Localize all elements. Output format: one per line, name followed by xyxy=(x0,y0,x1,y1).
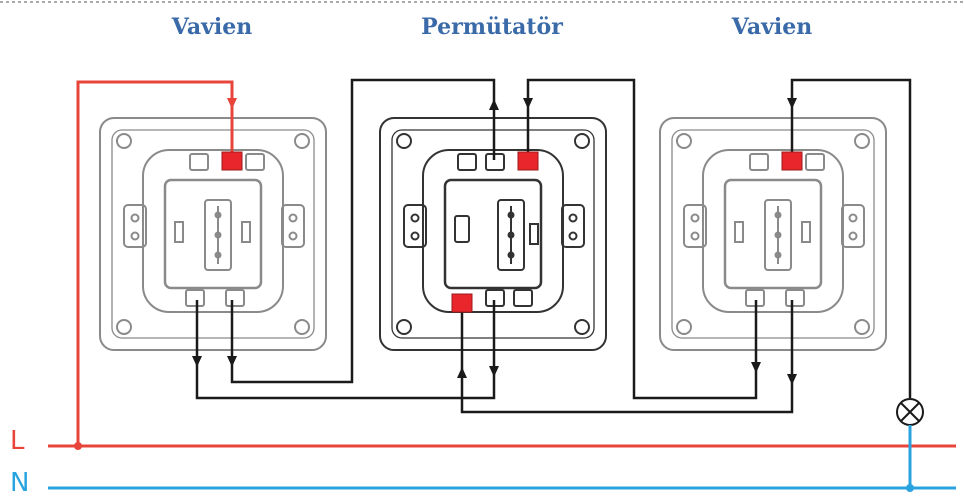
terminal-middle-top xyxy=(517,151,539,171)
terminal-left-common xyxy=(221,151,243,171)
neutral-junction xyxy=(906,484,914,492)
live-line-label: L xyxy=(10,426,25,456)
arrow-icon xyxy=(457,367,467,378)
live-junction xyxy=(74,442,82,450)
traveller-wires xyxy=(195,78,912,414)
arrow-icon xyxy=(523,98,533,109)
arrow-icon xyxy=(489,366,499,377)
lamp-symbol-icon xyxy=(896,398,924,426)
active-terminals xyxy=(221,151,803,313)
arrow-icon xyxy=(227,98,237,109)
terminal-middle-bottom xyxy=(451,293,473,313)
arrow-icon xyxy=(751,362,761,373)
switch-title-right: Vavien xyxy=(731,14,813,40)
arrow-icon xyxy=(227,356,237,367)
switch-device-right xyxy=(659,117,887,351)
switch-title-middle: Permütatör xyxy=(421,14,563,40)
arrow-icon xyxy=(787,98,797,109)
switch-device-left xyxy=(99,117,327,351)
arrow-icon xyxy=(787,374,797,385)
arrow-icon xyxy=(489,99,499,110)
live-feed-wire xyxy=(76,80,234,446)
terminal-right-common xyxy=(781,151,803,171)
neutral-line-label: N xyxy=(10,468,30,498)
switch-title-left: Vavien xyxy=(171,14,253,40)
arrow-icon xyxy=(192,356,202,367)
